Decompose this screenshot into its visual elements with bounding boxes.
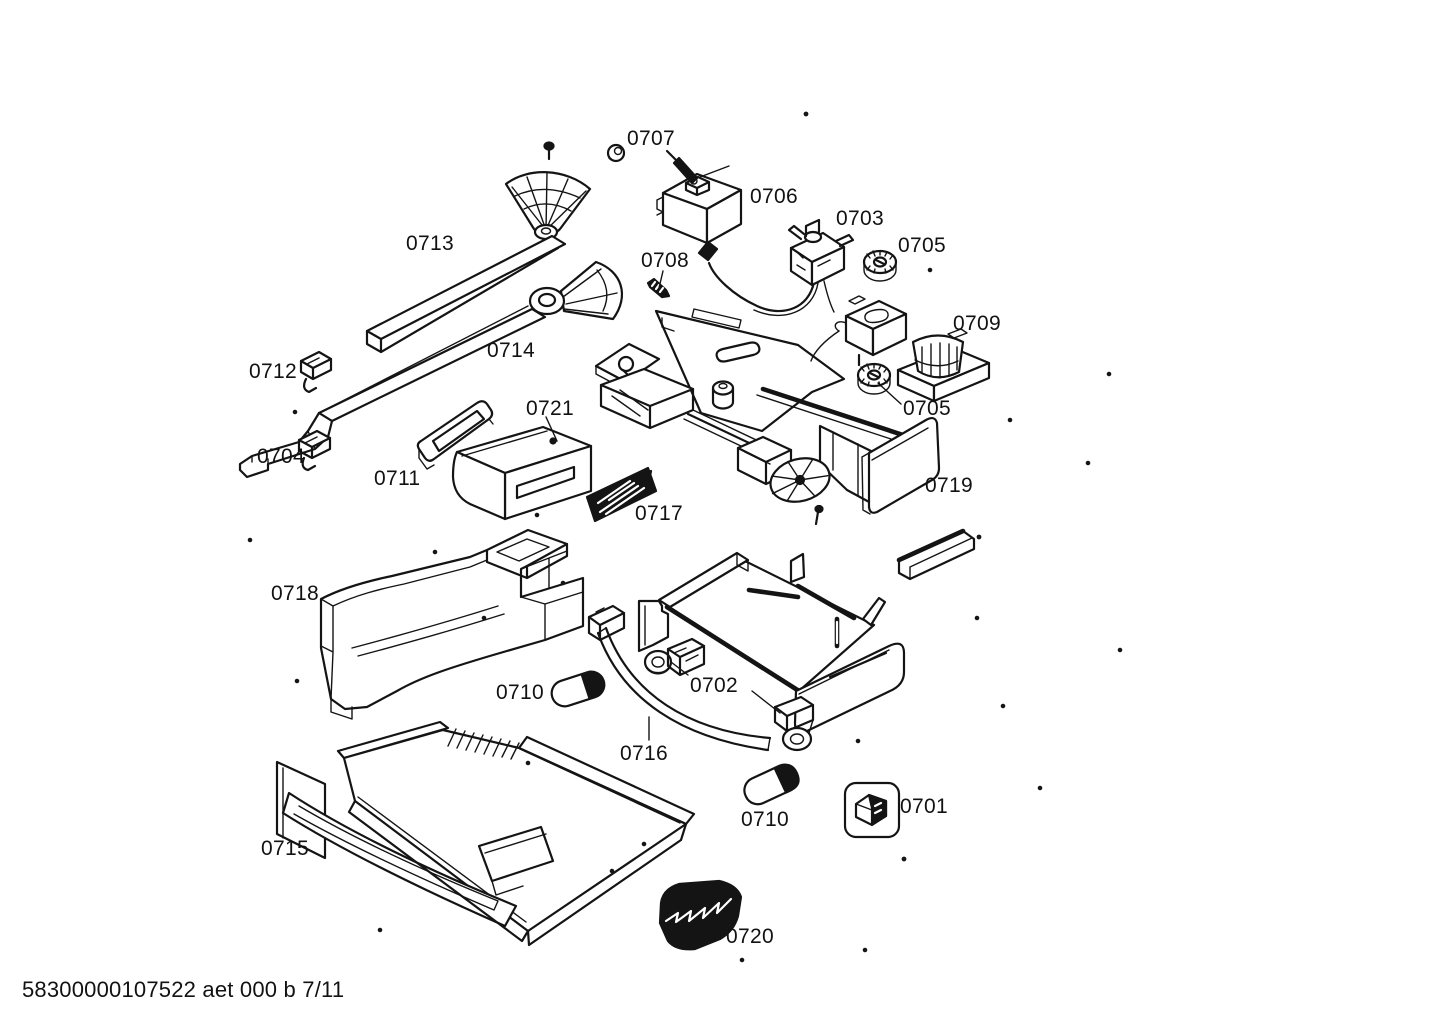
part-label-0705-top: 0705	[898, 234, 946, 257]
part-0715-tray-drawing	[275, 720, 696, 947]
part-label-0719: 0719	[925, 474, 973, 497]
part-0721-duct-box-drawing	[451, 425, 593, 521]
part-label-0711: 0711	[374, 467, 421, 490]
part-label-0701: 0701	[900, 795, 948, 818]
part-label-0709: 0709	[953, 312, 1001, 335]
part-label-0721: 0721	[526, 397, 574, 420]
part-0717-vent-plate-drawing	[585, 466, 658, 523]
part-label-0717: 0717	[635, 502, 683, 525]
part-0719-panel-drawing	[861, 416, 941, 515]
part-0712-clip-drawing	[299, 350, 333, 394]
part-0720-grille-drawing	[658, 879, 743, 951]
part-0713-rail-drawing	[365, 171, 592, 354]
part-0706-valve-drawing	[656, 149, 743, 245]
document-code: 58300000107522 aet 000 b 7/11	[22, 977, 345, 1002]
part-0703-thermostat-drawing	[697, 218, 855, 317]
part-label-0710-left: 0710	[496, 681, 544, 704]
part-0711-frame-drawing	[416, 400, 494, 470]
part-0702-sockets-drawing	[643, 637, 815, 752]
part-0710-bulb-bottom-drawing	[743, 763, 800, 806]
part-0714-rail-drawing	[238, 260, 623, 479]
part-0705-knob-top-drawing	[862, 249, 898, 282]
part-0704-clip-drawing	[297, 429, 332, 472]
scan-speckles	[247, 111, 1123, 963]
relay-box-drawing	[810, 295, 908, 367]
part-label-0704: 0704	[257, 445, 305, 468]
part-0707-grommet-drawing	[606, 143, 626, 163]
part-label-0720: 0720	[726, 925, 774, 948]
part-label-0708: 0708	[641, 249, 689, 272]
part-label-0715: 0715	[261, 837, 309, 860]
part-0718-air-duct-drawing	[319, 528, 585, 720]
ice-maker-base-assembly-drawing	[594, 308, 906, 526]
part-0709-motor-drawing	[896, 328, 991, 403]
part-label-0712: 0712	[249, 360, 297, 383]
part-label-0718: 0718	[271, 582, 319, 605]
top-screw-drawing	[543, 141, 555, 161]
part-0710-bulb-left-drawing	[550, 670, 606, 708]
part-label-0705-bottom: 0705	[903, 397, 951, 420]
part-label-0716: 0716	[620, 742, 668, 765]
part-label-0703: 0703	[836, 207, 884, 230]
part-label-0714: 0714	[487, 339, 535, 362]
part-0705-knob-bottom-drawing	[856, 362, 892, 395]
callout-leader-lines	[545, 270, 902, 741]
part-label-0710-bottom: 0710	[741, 808, 789, 831]
part-0716-harness-drawing	[587, 604, 772, 752]
side-rail-drawing	[896, 528, 976, 581]
part-label-0702: 0702	[690, 674, 738, 697]
part-0701-connector-drawing	[843, 781, 901, 839]
part-label-0707: 0707	[627, 127, 675, 150]
part-label-0713: 0713	[406, 232, 454, 255]
part-label-0706: 0706	[750, 185, 798, 208]
